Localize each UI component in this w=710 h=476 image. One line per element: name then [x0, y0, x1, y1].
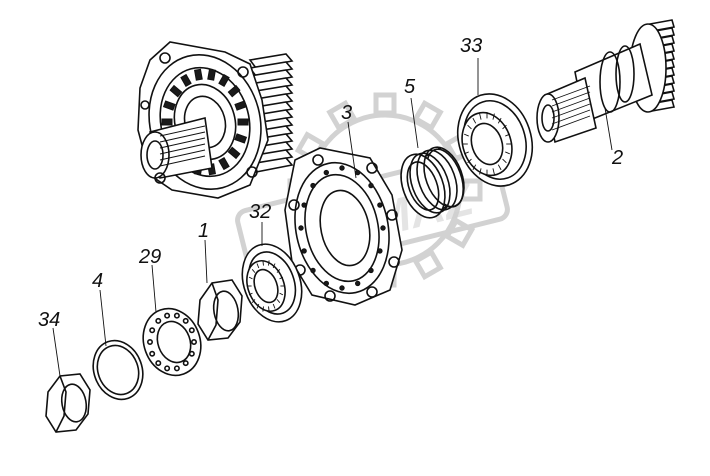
bearing-33-drawing [457, 93, 533, 187]
part-label-4: 4 [92, 270, 104, 292]
nut-34-drawing [45, 373, 91, 433]
part-label-32: 32 [249, 201, 272, 223]
part-label-29: 29 [139, 246, 162, 268]
nut-1-drawing [197, 279, 243, 341]
pinion-shaft-drawing [536, 19, 676, 144]
part-label-3: 3 [341, 102, 353, 124]
lock-washer-29-drawing [142, 307, 202, 377]
spacer-sleeve-5-drawing [400, 146, 465, 219]
thrust-washer-4-drawing [92, 339, 144, 401]
assembled-hub-drawing [137, 41, 294, 199]
housing-3-drawing [284, 147, 403, 306]
part-label-5: 5 [404, 76, 416, 98]
bearing-32-drawing [241, 243, 303, 323]
part-label-1: 1 [198, 220, 210, 242]
part-label-34: 34 [38, 309, 61, 331]
part-label-2: 2 [612, 147, 624, 169]
part-label-33: 33 [460, 35, 483, 57]
leader-lines [52, 58, 613, 377]
